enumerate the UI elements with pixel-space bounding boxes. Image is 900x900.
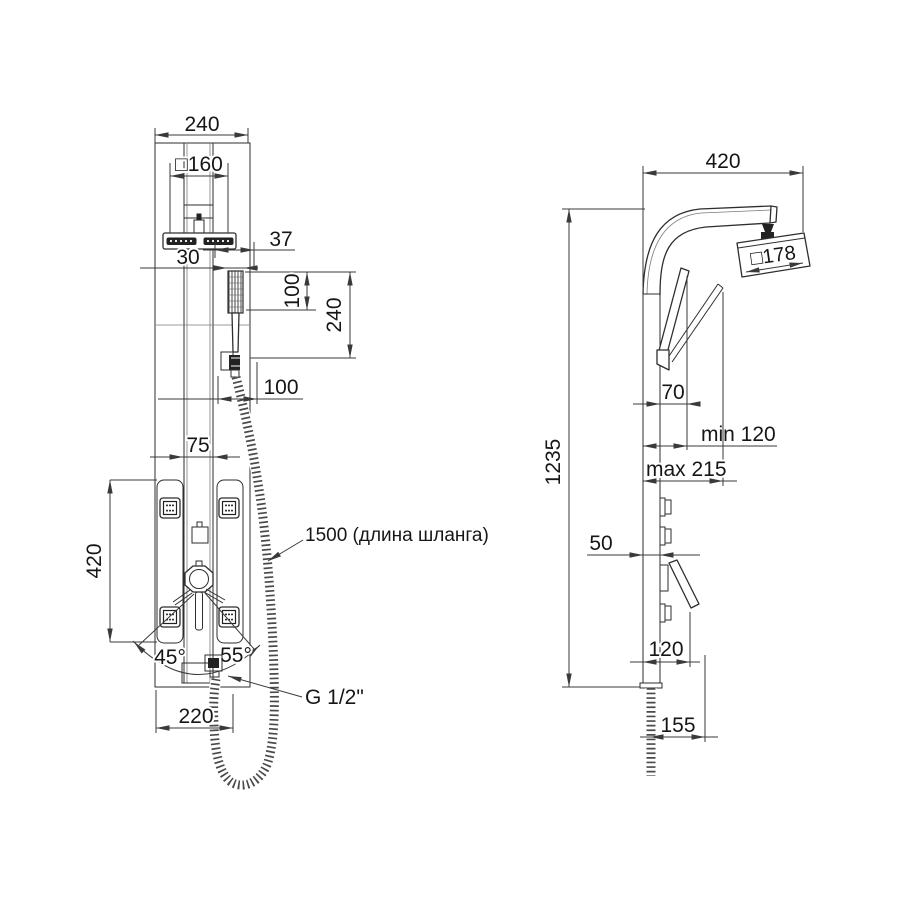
ball-joint-lower xyxy=(761,232,774,239)
note-thread: G 1/2" xyxy=(305,686,364,709)
body-jet xyxy=(159,497,181,519)
side-view: □178 420 xyxy=(540,148,811,776)
rain-shower-head-side: □178 xyxy=(736,224,811,278)
outlet-nipple xyxy=(209,670,220,678)
mixer-front xyxy=(172,521,226,631)
head-knob xyxy=(193,219,205,234)
dim-front-220: 220 xyxy=(178,705,213,728)
body-jet xyxy=(218,497,240,519)
hand-shower-handle xyxy=(231,312,240,353)
dim-side-120: 120 xyxy=(648,638,683,661)
waterfall-ornament-dots xyxy=(169,239,230,243)
hose-underlay xyxy=(208,375,280,791)
mixer-paddle xyxy=(195,591,203,631)
body-jets-front xyxy=(156,479,244,644)
hand-shower-extended-1 xyxy=(666,283,719,360)
dim-side-max215: max 215 xyxy=(646,458,727,481)
hand-shower-extended-2 xyxy=(671,287,724,363)
dim-side-1235: 1235 xyxy=(542,439,565,486)
dim-side-min120: min 120 xyxy=(701,423,776,446)
mixer-base-side xyxy=(659,564,669,592)
dim-side-70: 70 xyxy=(661,381,684,404)
dim-front-100v: 100 xyxy=(281,273,304,308)
hose-nipple xyxy=(230,369,240,378)
diverter-side xyxy=(659,526,672,546)
controls-side xyxy=(659,497,700,623)
spout-tip xyxy=(769,205,778,224)
dim-front-37: 37 xyxy=(269,228,292,251)
dim-front-75: 75 xyxy=(186,434,209,457)
outlet-dark xyxy=(208,658,219,668)
mixer-lever-side xyxy=(668,559,700,609)
neck-outer-curve xyxy=(642,205,772,295)
mixer-nub xyxy=(195,560,203,567)
hand-shower-body-side xyxy=(656,267,690,362)
dim-side-50: 50 xyxy=(589,532,612,555)
lever-angle-arc: 45° 55° xyxy=(132,592,261,675)
shower-hose-front xyxy=(208,375,280,791)
rain-shower-head-front xyxy=(162,213,237,250)
angle-arc xyxy=(132,640,261,675)
head-top-edge xyxy=(737,237,806,249)
neck-inner-curve xyxy=(659,222,771,296)
jet-side-top xyxy=(659,497,672,517)
dim-side-420: 420 xyxy=(705,150,740,173)
panel-bottom-edge xyxy=(639,682,663,689)
dim-front-240v: 240 xyxy=(323,297,346,332)
neck-accent-curve xyxy=(646,209,772,295)
head-knob-cap xyxy=(196,213,202,221)
dim-front-240-top: 240 xyxy=(184,113,219,136)
dim-front-160: □160 xyxy=(175,153,223,176)
angle-ray-right xyxy=(204,592,255,650)
mixer-lever-positions xyxy=(172,588,226,606)
body-jet xyxy=(218,606,240,628)
jet-strip-right xyxy=(216,479,244,644)
jet-strip-left xyxy=(156,479,184,644)
jet-side-bottom xyxy=(659,603,672,623)
hand-shower-head xyxy=(227,270,244,314)
dim-front-100h: 100 xyxy=(263,376,298,399)
note-hose-length: 1500 (длина шланга) xyxy=(305,525,489,546)
dim-angle-55: 55° xyxy=(220,644,252,667)
angle-ray-left xyxy=(138,593,195,646)
diverter-nub xyxy=(196,521,203,528)
front-dimensions: 240 □160 37 30 100 240 xyxy=(81,111,491,733)
holder-side xyxy=(656,349,670,371)
dim-angle-45: 45° xyxy=(154,646,186,669)
ball-joint-upper xyxy=(762,224,774,232)
dim-side-155: 155 xyxy=(660,714,695,737)
front-view: 45° 55° 240 □160 37 xyxy=(81,111,491,791)
side-dimensions: 420 1235 70 min 120 max 215 50 xyxy=(540,148,804,742)
hand-shower-front xyxy=(220,270,244,378)
panel-body-side xyxy=(639,205,778,689)
holder-clamp xyxy=(229,355,240,370)
dim-front-30: 30 xyxy=(176,246,199,269)
hand-shower-side xyxy=(656,267,724,371)
outlet-fitting-front xyxy=(204,654,223,678)
hand-shower-extended-cap xyxy=(717,283,724,289)
diverter-knob xyxy=(191,526,209,544)
mixer-cap xyxy=(189,569,209,589)
dim-front-420: 420 xyxy=(83,543,106,578)
